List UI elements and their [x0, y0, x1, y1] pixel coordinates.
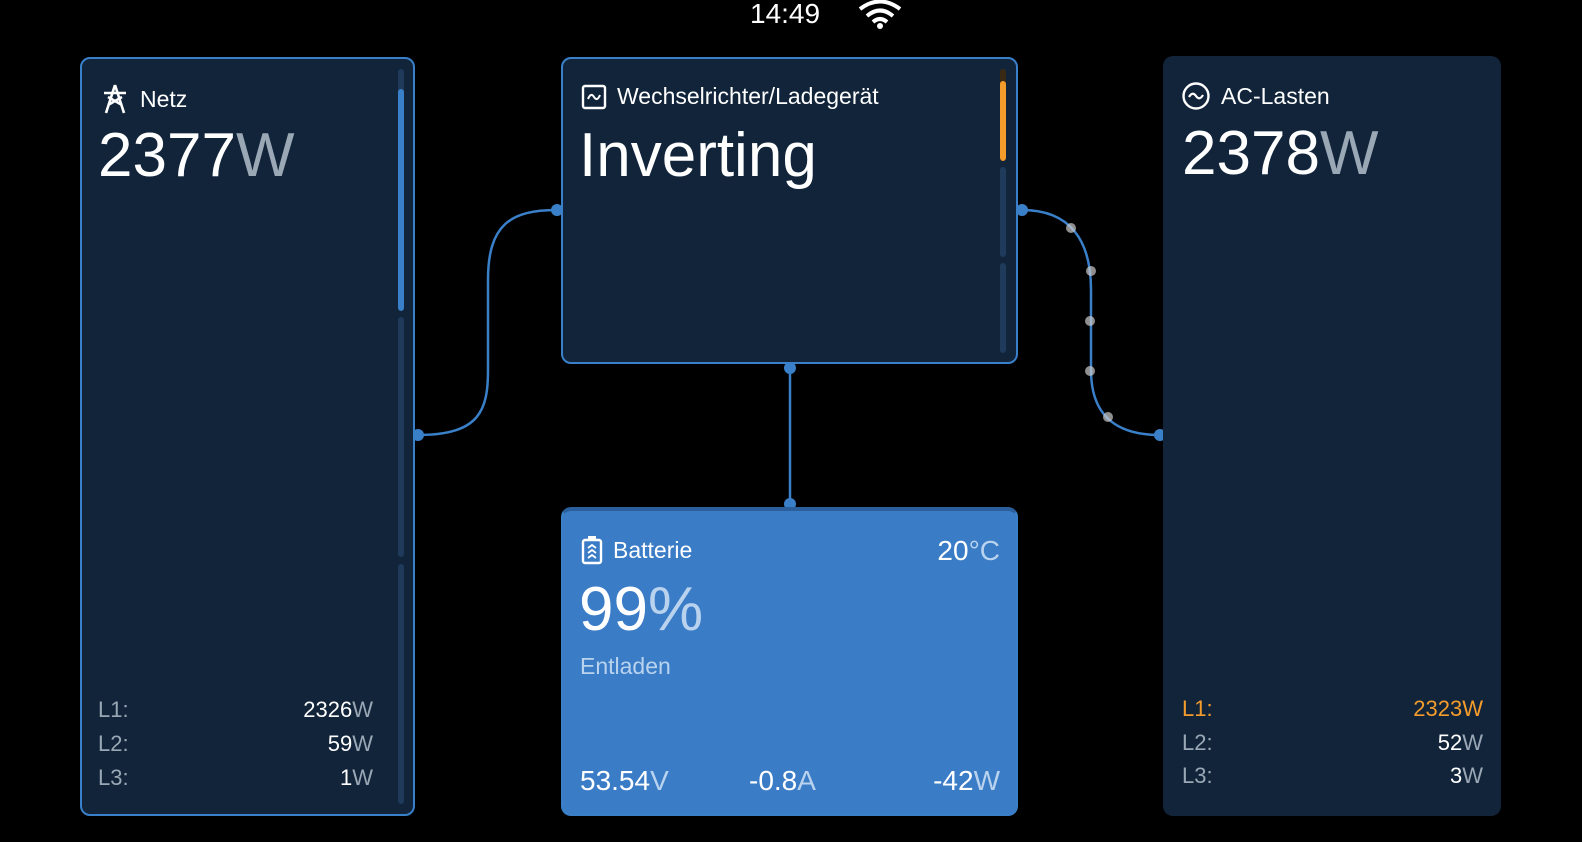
battery-panel[interactable]: Batterie 20°C 99% Entladen 53.54V -0.8A … — [561, 507, 1018, 816]
battery-power: -42 — [933, 765, 974, 796]
inverter-icon — [581, 84, 607, 109]
battery-title: Batterie — [613, 536, 693, 563]
inverter-title: Wechselrichter/Ladegerät — [617, 83, 879, 109]
inverter-gauge-segment — [1000, 167, 1006, 257]
grid-title: Netz — [140, 85, 188, 112]
grid-gauge-segment — [398, 317, 404, 557]
battery-state: Entladen — [580, 653, 671, 679]
ac-phase-l1: L1:2323W — [1182, 696, 1483, 721]
ac-phase-l2: L2:52W — [1182, 730, 1483, 755]
ac-loads-power: 2378 — [1182, 119, 1320, 188]
inverter-state: Inverting — [579, 121, 817, 190]
grid-gauge — [398, 69, 404, 311]
wifi-icon — [858, 0, 902, 29]
battery-temp-unit: °C — [968, 535, 1000, 566]
ac-loads-panel[interactable]: AC-Lasten 2378W L1:2323W L2:52W L3:3W — [1163, 56, 1501, 816]
battery-icon — [581, 536, 603, 565]
voltage-unit: V — [650, 765, 669, 796]
grid-power-unit: W — [235, 121, 295, 190]
inverter-gauge — [1000, 69, 1006, 161]
ac-phase-l3: L3:3W — [1182, 763, 1483, 788]
ac-sine-icon — [1182, 82, 1210, 110]
inverter-gauge-segment — [1000, 263, 1006, 353]
grid-phase-l1: L1:2326W — [98, 697, 373, 722]
grid-power: 2377 — [98, 121, 236, 190]
grid-panel[interactable]: Netz 2377W L1:2326W L2:59W L3:1W — [80, 57, 415, 816]
grid-phase-l2: L2:59W — [98, 731, 373, 756]
ac-loads-title: AC-Lasten — [1221, 82, 1330, 109]
power-pylon-icon — [104, 84, 126, 114]
grid-phase-l3: L3:1W — [98, 765, 373, 790]
grid-gauge-segment — [398, 564, 404, 804]
battery-soc: 99 — [579, 575, 648, 644]
current-unit: A — [797, 765, 816, 796]
power-unit: W — [973, 765, 1000, 796]
battery-soc-unit: % — [647, 575, 704, 644]
battery-current: -0.8 — [749, 765, 798, 796]
battery-temperature: 20 — [937, 535, 969, 566]
battery-voltage: 53.54 — [580, 765, 651, 796]
inverter-panel[interactable]: Wechselrichter/Ladegerät Inverting — [561, 57, 1018, 364]
ac-loads-unit: W — [1319, 119, 1379, 188]
clock: 14:49 — [750, 0, 821, 29]
